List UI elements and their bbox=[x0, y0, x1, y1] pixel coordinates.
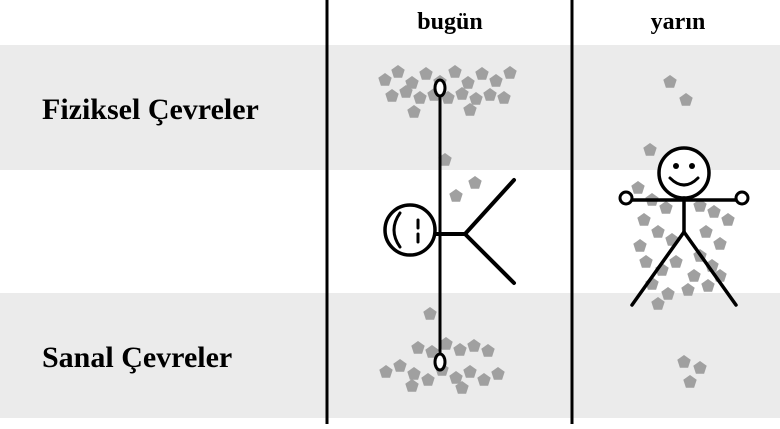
pentagon-pebble-icon bbox=[637, 213, 651, 226]
pentagon-pebble-icon bbox=[393, 359, 407, 372]
pentagon-pebble-icon bbox=[651, 225, 665, 238]
pentagon-pebble-icon bbox=[643, 143, 657, 156]
column-header-today: bugün bbox=[417, 9, 482, 35]
pentagon-pebble-icon bbox=[423, 307, 437, 320]
pentagon-pebble-icon bbox=[661, 287, 675, 300]
pentagon-pebble-icon bbox=[449, 189, 463, 202]
pentagon-pebble-icon bbox=[679, 93, 693, 106]
row-label-physical: Fiziksel Çevreler bbox=[42, 93, 259, 126]
pentagon-pebble-icon bbox=[489, 74, 503, 87]
pentagon-pebble-icon bbox=[683, 375, 697, 388]
pentagon-pebble-icon bbox=[449, 371, 463, 384]
pentagon-pebble-icon bbox=[385, 89, 399, 102]
pentagon-pebble-icon bbox=[699, 225, 713, 238]
pentagon-pebble-icon bbox=[407, 367, 421, 380]
pentagon-pebble-icon bbox=[399, 85, 413, 98]
pentagon-pebble-icon bbox=[453, 343, 467, 356]
row-label-virtual: Sanal Çevreler bbox=[42, 341, 232, 374]
pentagon-pebble-icon bbox=[469, 92, 483, 105]
pentagon-pebble-icon bbox=[663, 75, 677, 88]
pentagon-pebble-icon bbox=[639, 255, 653, 268]
pentagon-pebble-icon bbox=[379, 365, 393, 378]
pentagon-pebble-icon bbox=[421, 373, 435, 386]
pentagon-pebble-icon bbox=[483, 88, 497, 101]
pentagon-pebble-icon bbox=[461, 76, 475, 89]
pentagon-pebble-icon bbox=[677, 355, 691, 368]
pentagon-pebble-icon bbox=[669, 255, 683, 268]
column-header-tomorrow: yarın bbox=[651, 9, 706, 35]
pentagon-pebble-icon bbox=[378, 73, 392, 86]
pentagon-pebble-icon bbox=[681, 283, 695, 296]
pentagon-pebble-icon bbox=[693, 199, 707, 212]
virtual-band bbox=[0, 293, 780, 418]
pentagon-pebble-icon bbox=[475, 67, 489, 80]
pentagon-pebble-icon bbox=[405, 76, 419, 89]
pentagon-pebble-icon bbox=[419, 67, 433, 80]
pentagon-pebble-icon bbox=[707, 205, 721, 218]
pentagon-pebble-icon bbox=[463, 103, 477, 116]
pentagon-pebble-icon bbox=[411, 341, 425, 354]
pentagon-pebble-icon bbox=[407, 105, 421, 118]
pentagon-pebble-icon bbox=[405, 379, 419, 392]
pentagon-pebble-icon bbox=[455, 381, 469, 394]
pentagon-pebble-icon bbox=[448, 65, 462, 78]
pentagon-pebble-icon bbox=[631, 181, 645, 194]
pentagon-pebble-icon bbox=[701, 279, 715, 292]
pentagon-pebble-icon bbox=[721, 213, 735, 226]
pentagon-pebble-icon bbox=[497, 91, 511, 104]
pentagon-pebble-icon bbox=[481, 344, 495, 357]
pentagon-pebble-icon bbox=[413, 91, 427, 104]
pentagon-pebble-icon bbox=[687, 269, 701, 282]
pentagon-pebble-icon bbox=[651, 297, 665, 310]
stick-figure-split-icon bbox=[383, 78, 516, 372]
pentagon-pebble-icon bbox=[439, 337, 453, 350]
pentagon-pebble-icon bbox=[659, 201, 673, 214]
pentagon-pebble-icon bbox=[633, 239, 647, 252]
pentagon-pebble-icon bbox=[503, 66, 517, 79]
happy-stick-figure-icon bbox=[618, 146, 750, 307]
pentagon-pebble-icon bbox=[467, 339, 481, 352]
pentagon-pebble-icon bbox=[438, 153, 452, 166]
pentagon-pebble-icon bbox=[693, 361, 707, 374]
pentagon-pebble-icon bbox=[425, 345, 439, 358]
pentagon-pebble-icon bbox=[455, 87, 469, 100]
pentagon-pebble-icon bbox=[713, 237, 727, 250]
pentagon-pebble-icon bbox=[463, 365, 477, 378]
pentagon-pebble-icon bbox=[491, 367, 505, 380]
pentagon-pebble-icon bbox=[477, 373, 491, 386]
pentagon-pebble-icon bbox=[468, 176, 482, 189]
pentagon-pebble-icon bbox=[391, 65, 405, 78]
